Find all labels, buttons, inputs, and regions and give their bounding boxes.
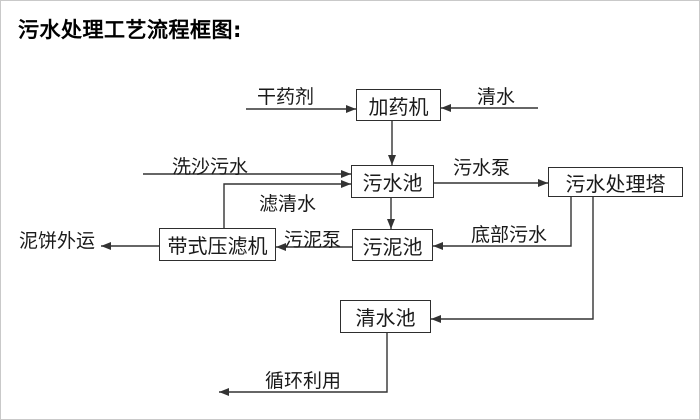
edge-filtered-water-to-sewage-pool <box>223 180 351 228</box>
edge-treatment-tower-to-clean-water-pool <box>431 197 594 323</box>
node-clean-water-pool-label: 清水池 <box>355 306 416 330</box>
edge-label-sludge-pump: 污泥泵 <box>284 229 342 251</box>
node-belt-filter-press: 带式压滤机 <box>159 228 276 261</box>
diagram-title: 污水处理工艺流程框图: <box>18 18 242 42</box>
node-treatment-tower-label: 污水处理塔 <box>565 171 666 196</box>
node-sludge-pool-label: 污泥池 <box>362 234 423 259</box>
edge-bottom-sewage-to-sludge-pool <box>433 197 572 250</box>
edge-label-recycle: 循环利用 <box>265 370 342 392</box>
edge-label-mud-cake-out: 泥饼外运 <box>19 230 96 252</box>
node-sewage-pool: 污水池 <box>351 165 434 198</box>
edge-label-clean-water: 清水 <box>477 86 516 108</box>
node-treatment-tower: 污水处理塔 <box>548 167 683 197</box>
node-dosing-machine-label: 加药机 <box>368 94 429 119</box>
edge-label-sand-wash-sewage: 洗沙污水 <box>172 156 249 178</box>
node-sewage-pool-label: 污水池 <box>362 171 423 195</box>
edge-label-filtered-water: 滤清水 <box>259 193 317 215</box>
edge-label-dry-agent: 干药剂 <box>257 86 315 108</box>
edge-label-bottom-sewage: 底部污水 <box>471 224 548 246</box>
node-sludge-pool: 污泥池 <box>352 229 433 261</box>
edge-label-sewage-pump: 污水泵 <box>453 157 511 179</box>
edge-clean-water-pool-to-recycle <box>219 333 388 396</box>
node-dosing-machine: 加药机 <box>356 89 441 121</box>
node-clean-water-pool: 清水池 <box>340 300 431 333</box>
node-belt-filter-press-label: 带式压滤机 <box>167 234 268 258</box>
